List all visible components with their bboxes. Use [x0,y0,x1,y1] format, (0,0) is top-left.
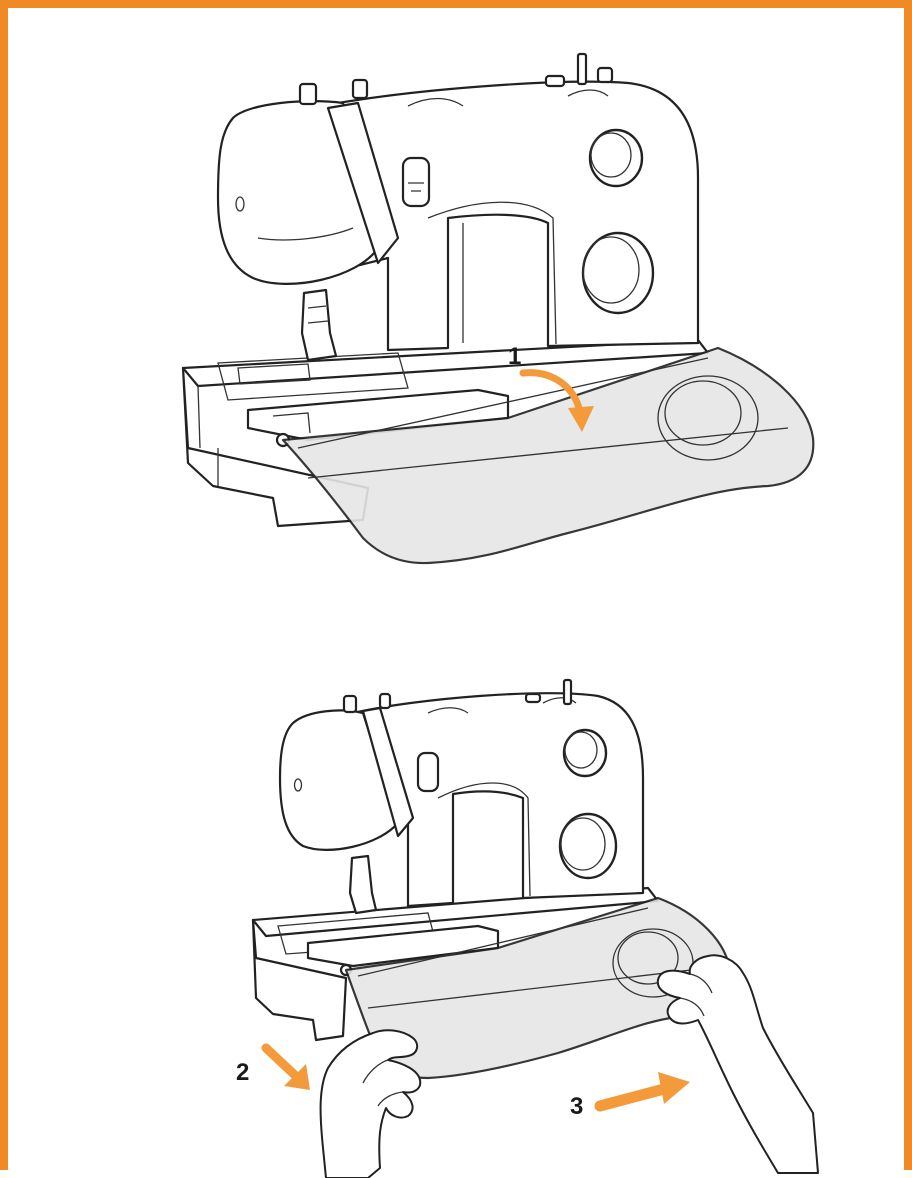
sewing-machine-top [181,52,710,528]
step-2-arrow [261,1043,310,1090]
right-hand [656,954,819,1174]
presser-foot [300,288,338,362]
step-1-label: 1 [508,343,521,370]
step-1-arrow [519,369,594,432]
spool-knob-icon [298,82,318,106]
sewing-machine-bottom [251,678,660,1042]
left-hand [319,1029,422,1178]
step-2-label: 2 [236,1059,249,1086]
step-3-label: 3 [570,1093,583,1120]
thread-window [401,156,431,208]
step-3-arrow [594,1072,690,1112]
spool-pin-icon [576,52,588,86]
instruction-illustration: 1 [181,52,819,1178]
extension-cover-top [281,346,815,565]
